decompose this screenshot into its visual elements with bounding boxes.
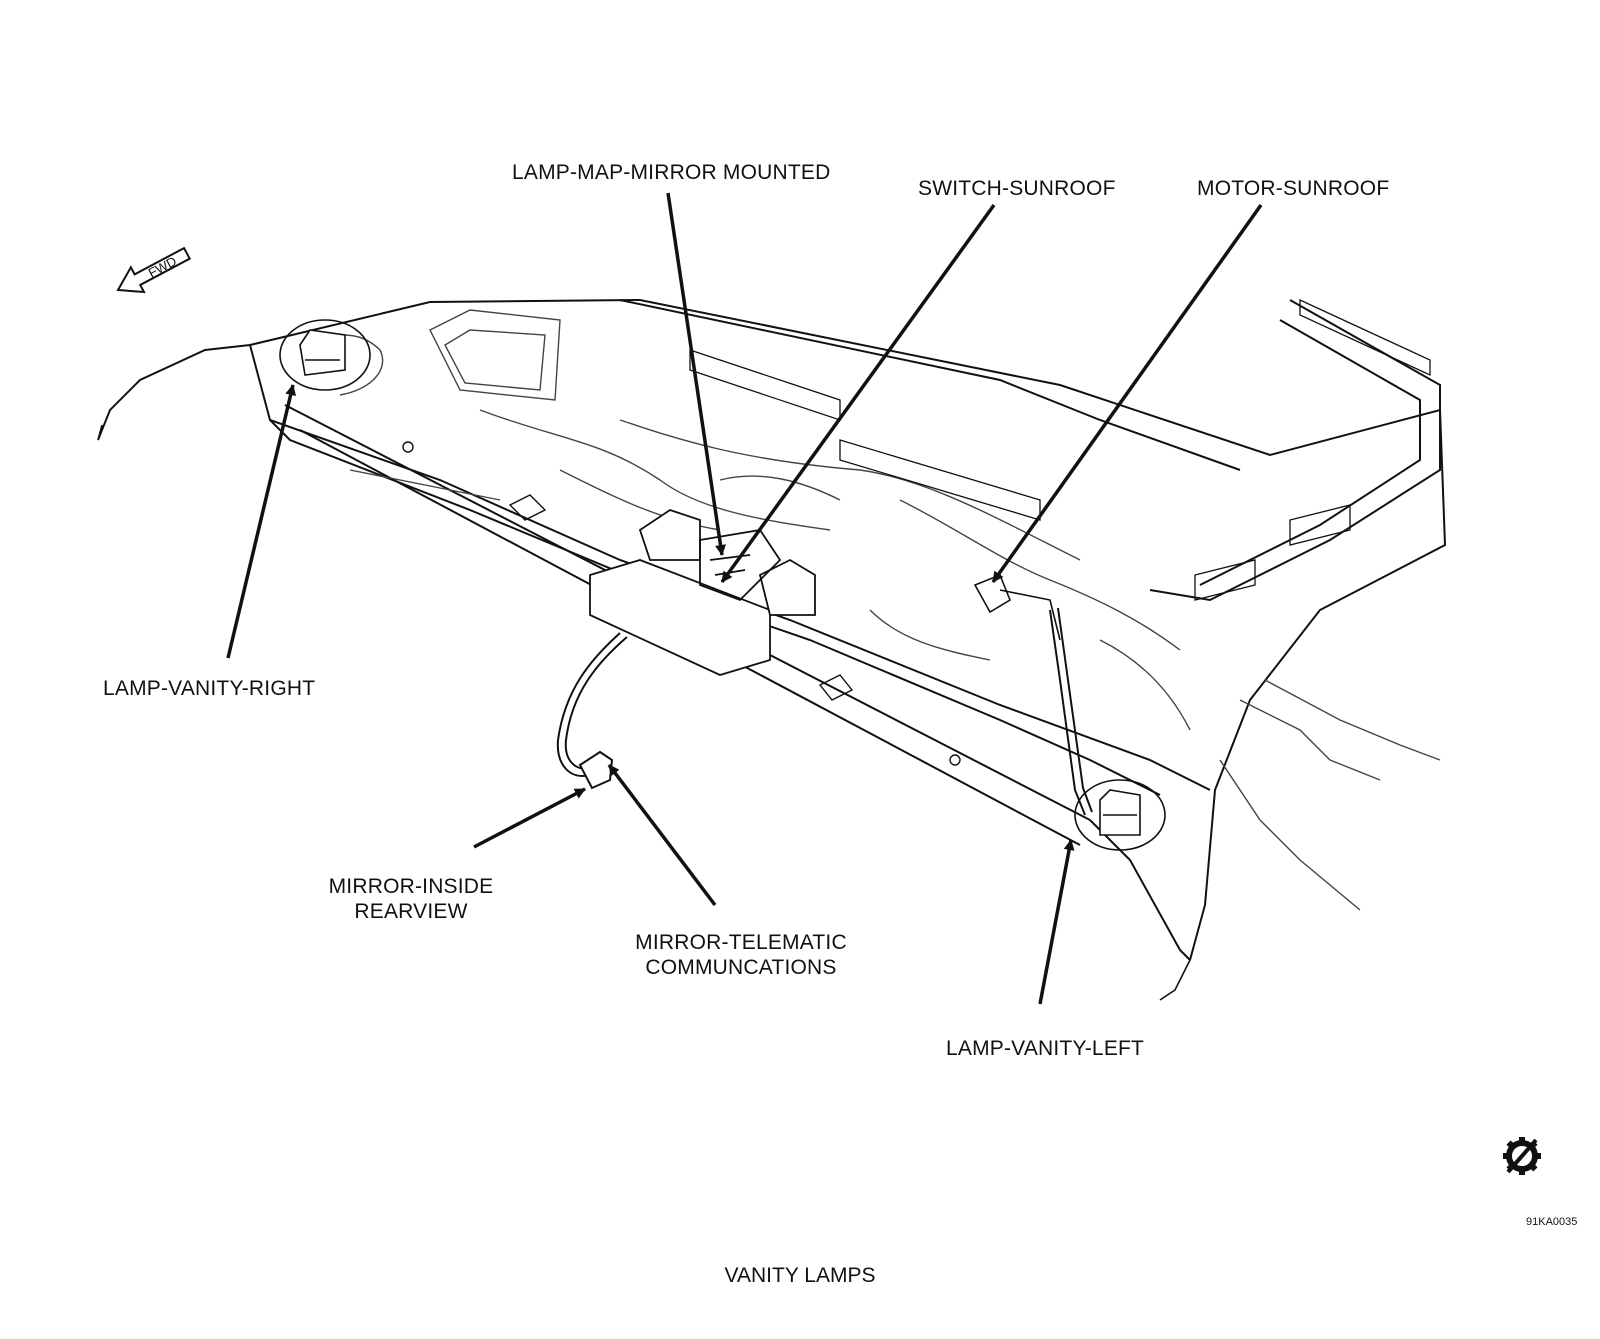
- roof-vents: [689, 298, 1431, 601]
- label-mirror-telematic-line1: MIRROR-TELEMATIC: [635, 931, 847, 954]
- lamp-vanity-left-part: [1074, 779, 1166, 851]
- label-mirror-inside-line2: REARVIEW: [354, 900, 468, 923]
- label-lamp-vanity-right: LAMP-VANITY-RIGHT: [103, 677, 316, 700]
- lamp-vanity-right-part: [279, 319, 371, 391]
- leader-lamp-map-mirror: [666, 192, 726, 556]
- leader-lines: [226, 192, 1263, 1005]
- overhead-console: [589, 509, 816, 676]
- motor-sunroof-part: [973, 573, 1061, 641]
- leader-lamp-vanity-right: [226, 384, 297, 659]
- label-mirror-inside-line1: MIRROR-INSIDE: [328, 875, 494, 898]
- vanity-left-harness: [1049, 607, 1093, 816]
- leader-mirror-telematic: [607, 763, 717, 907]
- fwd-arrow-icon: FWD: [116, 246, 192, 294]
- label-mirror-telematic: MIRROR-TELEMATIC COMMUNCATIONS: [626, 930, 856, 980]
- label-lamp-map-mirror: LAMP-MAP-MIRROR MOUNTED: [512, 161, 831, 184]
- svg-text:FWD: FWD: [146, 253, 179, 280]
- contour-details: [299, 309, 1441, 911]
- label-lamp-vanity-left: LAMP-VANITY-LEFT: [946, 1037, 1145, 1060]
- label-switch-sunroof: SWITCH-SUNROOF: [918, 177, 1116, 200]
- headliner-outline: [97, 298, 1447, 961]
- leader-motor-sunroof: [991, 203, 1263, 584]
- leader-mirror-inside: [473, 787, 586, 849]
- harness-ends: [97, 424, 1191, 1001]
- gear-slash-icon: [1503, 1137, 1541, 1175]
- figure-id: 91KA0035: [1526, 1216, 1578, 1228]
- label-motor-sunroof: MOTOR-SUNROOF: [1197, 177, 1390, 200]
- mirror-wiring: [556, 632, 628, 790]
- figure-caption: VANITY LAMPS: [724, 1264, 876, 1287]
- label-mirror-telematic-line2: COMMUNCATIONS: [645, 956, 837, 979]
- label-mirror-inside: MIRROR-INSIDE REARVIEW: [318, 874, 504, 924]
- trim-clips: [402, 441, 961, 766]
- leader-switch-sunroof: [720, 203, 996, 584]
- leader-lamp-vanity-left: [1038, 839, 1075, 1005]
